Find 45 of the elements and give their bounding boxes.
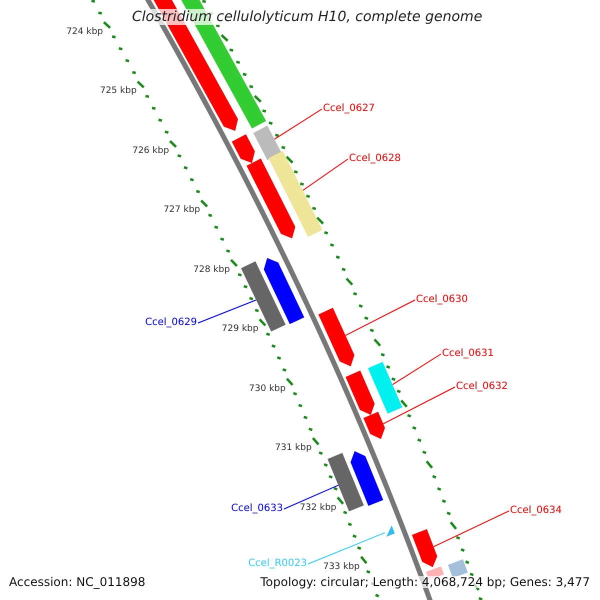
gene-block: [264, 258, 304, 324]
leader-line: [308, 532, 386, 564]
gene-label: Ccel_0632: [456, 382, 508, 392]
leader-line: [284, 484, 339, 510]
scale-label: 730 kbp: [249, 384, 286, 394]
gene-label: Ccel_0634: [510, 506, 562, 516]
scale-label: 725 kbp: [100, 87, 137, 96]
leader-line: [274, 108, 322, 140]
gene-block: [246, 158, 296, 238]
gene-block: [253, 126, 282, 160]
gene-label: Ccel_0633: [231, 504, 283, 514]
leader-line: [433, 510, 510, 548]
scale-label: 733 kbp: [323, 562, 360, 572]
gene-block: [346, 370, 375, 415]
gene-block: [318, 308, 354, 366]
footer-text: Accession: NC_011898: [9, 576, 146, 588]
scale-label: 728 kbp: [193, 266, 230, 275]
scale-label: 732 kbp: [300, 504, 336, 513]
gene-label: Ccel_R0023: [248, 559, 307, 569]
rna-marker: [386, 525, 395, 537]
title: Clostridium cellulolyticum H10, complete genome: [130, 9, 484, 25]
scale-label: 727 kbp: [163, 206, 200, 216]
scale-label: 731 kbp: [275, 444, 312, 454]
gene-block: [448, 559, 468, 578]
scale-label: 726 kbp: [132, 146, 170, 156]
leader-line: [392, 354, 442, 386]
gene-label: Ccel_0630: [416, 295, 468, 305]
scale-label: 724 kbp: [66, 28, 103, 37]
gene-block: [241, 261, 286, 332]
gene-block: [268, 150, 322, 237]
gene-label: Ccel_0627: [323, 104, 375, 114]
gene-block: [363, 412, 385, 439]
gene-block: [368, 362, 402, 414]
footer-text: Topology: circular; Length: 4,068,724 bp; Genes: 3,477: [260, 576, 590, 588]
leader-line: [302, 158, 348, 191]
scale-label: 729 kbp: [222, 325, 258, 334]
leader-line: [345, 300, 416, 336]
gene-block: [412, 529, 438, 568]
gene-block: [350, 451, 384, 506]
gene-block: [232, 134, 255, 164]
gene-label: Ccel_0629: [145, 318, 197, 328]
leader-line: [382, 386, 456, 424]
gene-label: Ccel_0631: [442, 349, 494, 359]
leader-line: [198, 299, 257, 324]
gene-label: Ccel_0628: [349, 154, 401, 164]
